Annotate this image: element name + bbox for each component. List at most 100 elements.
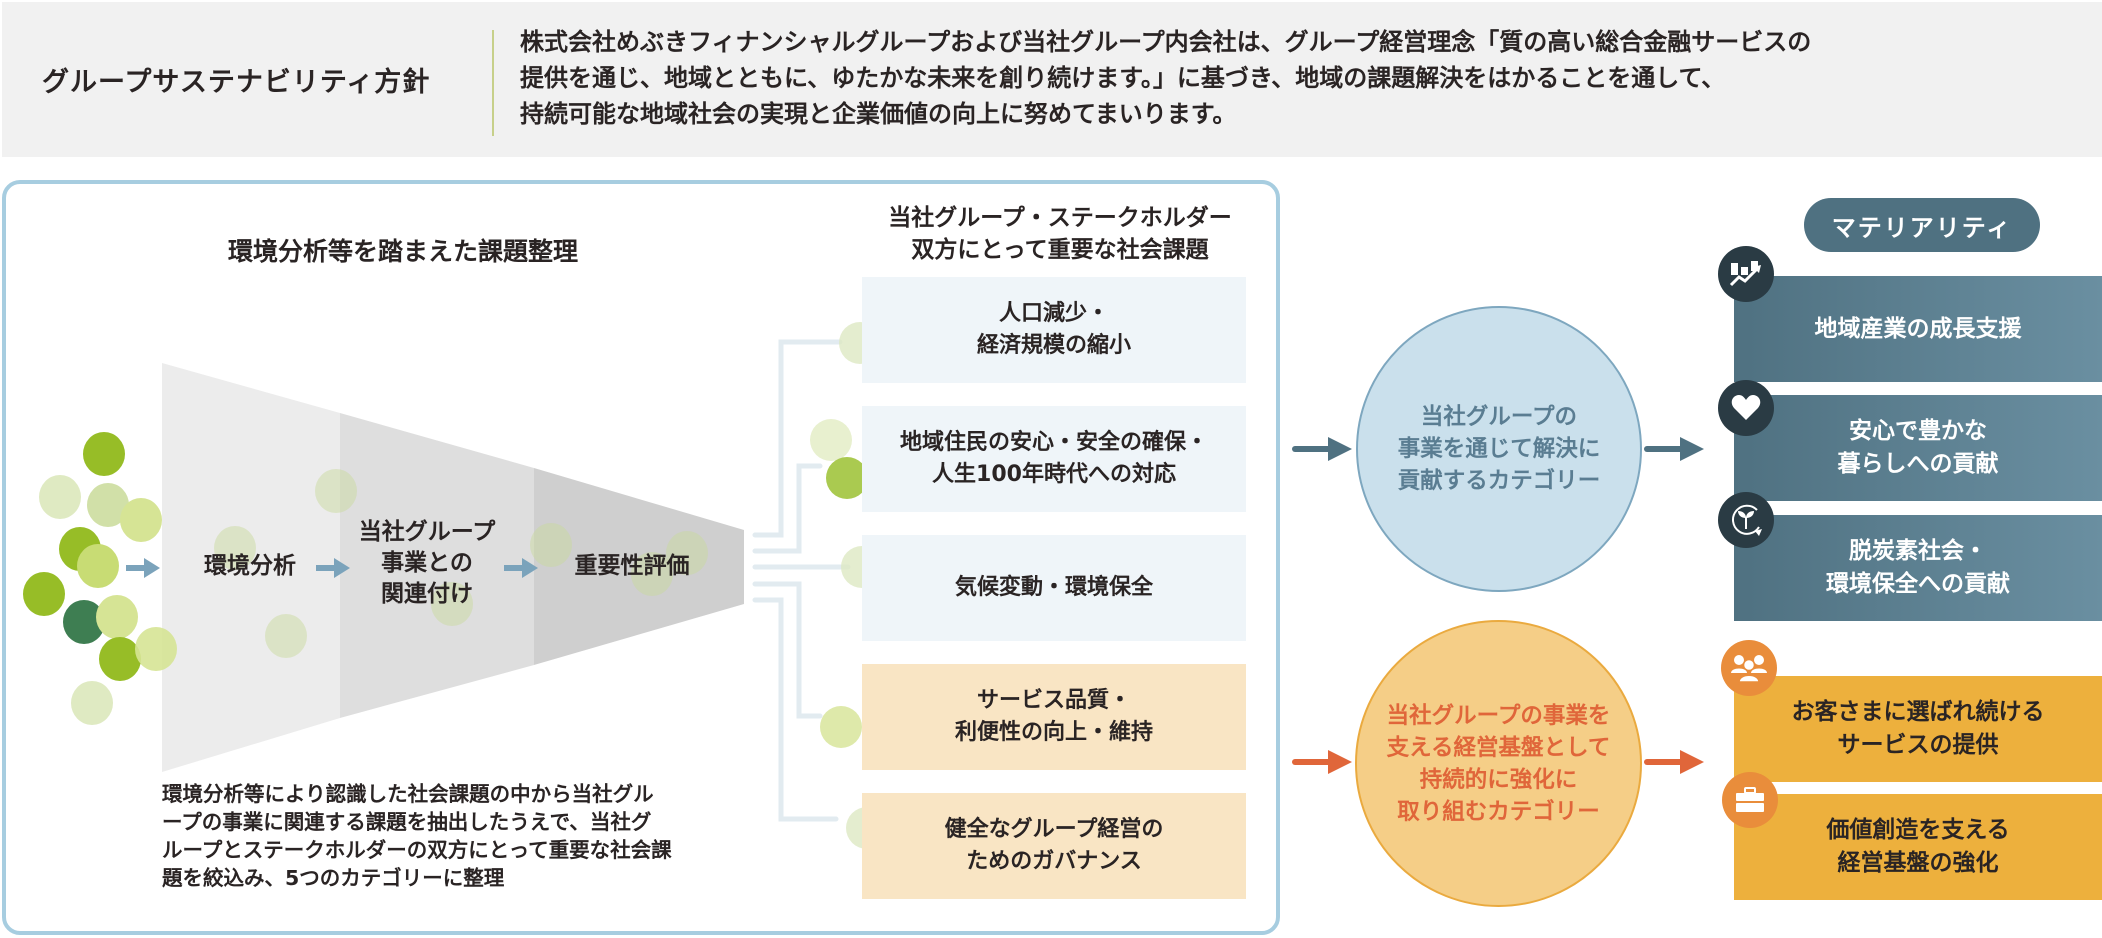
- desc-line: ループとステークホルダーの双方にとって重要な社会課: [162, 838, 672, 862]
- heading-line: 双方にとって重要な社会課題: [911, 237, 1209, 263]
- category-circle-foundation: 当社グループの事業を 支える経営基盤として 持続的に強化に 取り組むカテゴリー: [1355, 620, 1642, 907]
- materiality-line: 安心で豊かな: [1849, 418, 1987, 444]
- funnel-segment-3: [534, 468, 744, 665]
- heart-glyph: [1731, 395, 1761, 420]
- arrow-right-icon: [126, 558, 160, 578]
- arrow-right-icon: [1292, 437, 1352, 461]
- desc-line: 環境分析等により認識した社会課題の中から当社グル: [162, 782, 654, 806]
- issue-dot: [214, 526, 256, 570]
- issue-line: 人生100年時代への対応: [932, 462, 1176, 487]
- issue-line: 人口減少・: [998, 301, 1109, 326]
- connector-line: [752, 581, 823, 719]
- step-line: 関連付け: [381, 581, 473, 607]
- category-line: 当社グループの事業を: [1386, 702, 1611, 729]
- materiality-item-regional-industry: 地域産業の成長支援: [1734, 276, 2102, 382]
- funnel-segment-2: [340, 413, 534, 718]
- materiality-item-customer-service: お客さまに選ばれ続けるサービスの提供: [1734, 676, 2102, 782]
- arrow-right-icon: [1644, 437, 1704, 461]
- people-icon: [1721, 640, 1777, 696]
- sprout-cycle-icon: [1718, 492, 1774, 548]
- connector-line: [752, 597, 839, 822]
- materiality-line: 地域産業の成長支援: [1814, 315, 2022, 342]
- materiality-line: 環境保全への貢献: [1826, 571, 2010, 597]
- funnel-heading: 環境分析等を踏まえた課題整理: [228, 237, 579, 266]
- heading-line: 当社グループ・ステークホルダー: [888, 205, 1232, 231]
- materiality-line: サービスの提供: [1837, 732, 1999, 758]
- step-arrows: [126, 558, 538, 578]
- issue-box-climate: 気候変動・環境保全: [862, 535, 1246, 641]
- issue-dot: [96, 595, 138, 639]
- connector-line: [752, 463, 823, 554]
- category-line: 持続的に強化に: [1419, 766, 1578, 793]
- materiality-title: マテリアリティ: [1804, 198, 2040, 252]
- arrow-right-icon: [316, 558, 350, 578]
- issue-line: 地域住民の安心・安全の確保・: [899, 430, 1208, 455]
- issue-dot: [530, 523, 572, 567]
- issue-box-service: サービス品質・利便性の向上・維持: [862, 664, 1246, 770]
- issue-dot: [39, 475, 81, 519]
- materiality-item-decarbonization: 脱炭素社会・環境保全への貢献: [1734, 515, 2102, 621]
- issue-dot: [810, 419, 852, 461]
- issue-dot: [826, 457, 868, 499]
- funnel-segment-1: [162, 363, 340, 772]
- materiality-item-management-foundation: 価値創造を支える経営基盤の強化: [1734, 794, 2102, 900]
- issue-dot: [315, 469, 357, 513]
- step-environment-analysis: 環境分析: [204, 553, 296, 579]
- funnel-description: 環境分析等により認識した社会課題の中から当社グル ープの事業に関連する課題を抽出…: [162, 780, 732, 892]
- policy-line: 持続可能な地域社会の実現と企業価値の向上に努めてまいります。: [520, 100, 1237, 128]
- issue-dots: [23, 322, 888, 849]
- issue-dot: [83, 432, 125, 476]
- materiality-line: 暮らしへの貢献: [1837, 451, 1999, 477]
- desc-line: 題を絞込み、5つのカテゴリーに整理: [162, 866, 505, 890]
- issue-dot: [631, 552, 673, 596]
- category-line: 事業を通じて解決に: [1397, 436, 1601, 462]
- step-line: 事業との: [381, 550, 473, 576]
- category-circle-business: 当社グループの 事業を通じて解決に 貢献するカテゴリー: [1356, 306, 1642, 592]
- issue-line: 気候変動・環境保全: [954, 575, 1153, 600]
- materiality-item-secure-life: 安心で豊かな暮らしへの貢献: [1734, 395, 2102, 501]
- issue-dot: [135, 627, 177, 671]
- issue-dot: [71, 681, 113, 725]
- issue-dot: [265, 614, 307, 658]
- issue-dot: [666, 531, 708, 575]
- policy-text: 株式会社めぶきフィナンシャルグループおよび当社グループ内会社は、グループ経営理念…: [520, 24, 2060, 132]
- arrow-right-icon: [1292, 750, 1352, 774]
- policy-divider: [492, 30, 494, 136]
- issue-box-population: 人口減少・経済規模の縮小: [862, 277, 1246, 383]
- category-line: 当社グループの: [1420, 404, 1578, 430]
- desc-line: ープの事業に関連する課題を抽出したうえで、当社グ: [162, 810, 652, 834]
- category-line: 支える経営基盤として: [1386, 734, 1611, 761]
- arrow-right-icon: [504, 558, 538, 578]
- briefcase-icon: [1722, 772, 1778, 828]
- heart-icon: [1718, 380, 1774, 436]
- materiality-line: お客さまに選ばれ続ける: [1791, 699, 2045, 725]
- sprout-cycle-glyph: [1732, 504, 1762, 536]
- policy-line: 株式会社めぶきフィナンシャルグループおよび当社グループ内会社は、グループ経営理念…: [520, 28, 1812, 56]
- policy-band: グループサステナビリティ方針 株式会社めぶきフィナンシャルグループおよび当社グル…: [2, 2, 2102, 157]
- issue-dot: [87, 483, 129, 527]
- materiality-line: 価値創造を支える: [1826, 817, 2010, 843]
- issue-dot: [820, 706, 862, 748]
- issue-dot: [120, 498, 162, 542]
- issue-line: ためのガバナンス: [966, 849, 1142, 874]
- arrow-right-icon: [1644, 750, 1704, 774]
- issue-line: 健全なグループ経営の: [944, 817, 1164, 842]
- issue-box-governance: 健全なグループ経営のためのガバナンス: [862, 793, 1246, 899]
- connector-line: [752, 339, 843, 538]
- briefcase-glyph: [1736, 787, 1764, 812]
- policy-line: 提供を通じ、地域とともに、ゆたかな未来を創り続けます。」に基づき、地域の課題解決…: [520, 64, 1726, 92]
- issue-line: 利便性の向上・維持: [954, 720, 1153, 745]
- category-line: 貢献するカテゴリー: [1397, 468, 1601, 494]
- people-glyph: [1731, 655, 1767, 683]
- materiality-line: 脱炭素社会・: [1849, 538, 1987, 564]
- issues-heading: 当社グループ・ステークホルダー 双方にとって重要な社会課題: [860, 202, 1260, 266]
- issue-dot: [77, 544, 119, 588]
- step-business-linkage: 当社グループ 事業との 関連付け: [352, 517, 502, 610]
- policy-title: グループサステナビリティ方針: [42, 67, 431, 98]
- materiality-line: 経営基盤の強化: [1837, 850, 1999, 876]
- step-materiality-assessment: 重要性評価: [574, 553, 690, 579]
- issue-box-safety: 地域住民の安心・安全の確保・人生100年時代への対応: [862, 406, 1246, 512]
- issue-line: サービス品質・: [976, 688, 1131, 713]
- issue-dot: [23, 572, 65, 616]
